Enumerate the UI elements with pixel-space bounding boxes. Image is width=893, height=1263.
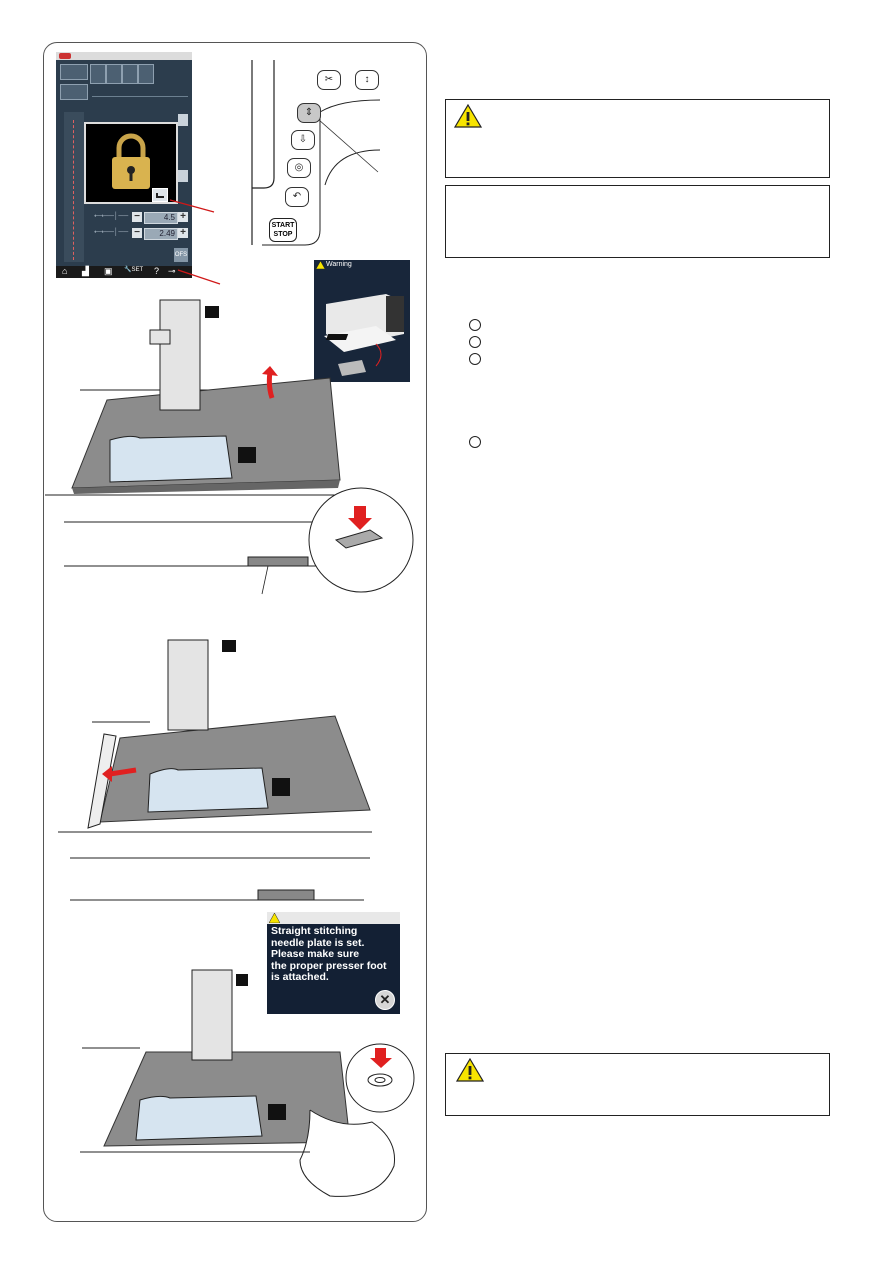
step-marker [469, 353, 481, 365]
step-marker [469, 336, 481, 348]
warning-line: the proper presser foot [271, 959, 387, 972]
machine-illustration [324, 294, 404, 376]
key-icon[interactable]: ⊸ [168, 266, 176, 276]
lcd-up-button[interactable] [60, 84, 88, 100]
set-label: SET [131, 267, 144, 273]
padlock-icon [112, 133, 150, 189]
scroll-down-button[interactable] [178, 170, 188, 182]
folder-icon[interactable]: ▣ [104, 266, 113, 276]
warning-message: Straight stitching needle plate is set. … [271, 925, 397, 984]
ofs-button[interactable]: OFS [174, 248, 188, 262]
set-icon[interactable]: 🔧SET [124, 267, 144, 273]
lcd-pattern-button[interactable] [60, 64, 88, 80]
presser-foot-button[interactable]: ⇩ [291, 130, 315, 150]
warning-line: Please make sure [271, 948, 360, 960]
plus-button[interactable]: + [178, 212, 188, 222]
warning-triangle-icon [316, 261, 325, 269]
lcd-pattern-button[interactable] [106, 64, 122, 84]
warning-triangle-icon [456, 1058, 484, 1082]
warning-screen-2: Straight stitching needle plate is set. … [267, 912, 400, 1014]
minus-button[interactable]: − [132, 212, 142, 222]
warning-line: is attached. [271, 971, 329, 983]
lcd-lock-screen: ⟷──│── − 4.5 + ⟷──│── − 2.49 + OFS ⌂ ▟ ▣… [56, 52, 192, 278]
minus-button[interactable]: − [132, 228, 142, 238]
scroll-up-button[interactable] [178, 114, 188, 126]
lcd-pattern-button[interactable] [138, 64, 154, 84]
lock-panel [84, 122, 178, 204]
lcd-bottom-bar: ⌂ ▟ ▣ 🔧SET ? ⊸ [56, 266, 192, 278]
step-marker [469, 319, 481, 331]
needle-up-down-button[interactable]: ↕ [355, 70, 379, 90]
lcd-stitch-preview [64, 112, 84, 262]
help-icon[interactable]: ? [154, 266, 160, 276]
warning-title: Warning [326, 261, 352, 268]
start-label: START [271, 222, 295, 229]
stitch-line [73, 120, 75, 260]
stitch-width-slider[interactable]: ⟷──│── [94, 213, 129, 220]
locked-button[interactable]: ⇕ [297, 103, 321, 123]
lcd-pattern-button[interactable] [90, 64, 106, 84]
stitch-length-slider[interactable]: ⟷──│── [94, 229, 129, 236]
stitch-length-value: 2.49 [144, 228, 178, 240]
step-marker [469, 436, 481, 448]
warning-screen-1: Warning [314, 260, 410, 382]
close-button[interactable]: ✕ [375, 990, 395, 1010]
warning-line: needle plate is set. [271, 936, 365, 949]
illustration-frame [43, 42, 427, 1222]
home-icon[interactable]: ⌂ [62, 266, 68, 276]
caution-box-1 [445, 99, 830, 178]
reverse-button[interactable]: ↶ [285, 187, 309, 207]
stitch-width-value: 4.5 [144, 212, 178, 224]
lock-key-button[interactable] [152, 188, 168, 202]
warning-triangle-icon [269, 913, 280, 923]
note-box [445, 185, 830, 258]
lock-stitch-button[interactable]: ◎ [287, 158, 311, 178]
lcd-stitch-row [92, 96, 188, 113]
warning-line: Straight stitching [271, 925, 358, 937]
stop-label: STOP [273, 231, 293, 238]
lcd-pattern-button[interactable] [122, 64, 138, 84]
thread-cutter-button[interactable]: ✂ [317, 70, 341, 90]
start-stop-button[interactable]: START STOP [269, 218, 297, 242]
lcd-top-bar [56, 52, 192, 60]
warning-triangle-icon [454, 104, 482, 128]
warning-header-bar [267, 912, 400, 924]
caution-box-2 [445, 1053, 830, 1116]
plus-button[interactable]: + [178, 228, 188, 238]
key-icon [156, 193, 164, 198]
sewing-machine-icon[interactable]: ▟ [82, 266, 89, 276]
lcd-mode-icon [59, 53, 71, 59]
